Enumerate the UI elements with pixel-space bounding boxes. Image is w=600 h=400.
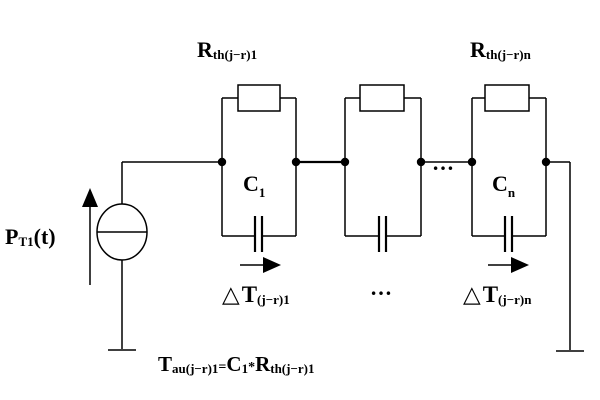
ground-left: [108, 260, 136, 351]
resistor-2: [359, 84, 405, 112]
rc-block-1: [217, 84, 301, 252]
power-arrow-icon: [82, 188, 98, 285]
current-source: [96, 162, 148, 261]
ground-right: [546, 161, 584, 352]
label-delta-t-first: △T(j−r)1: [222, 282, 290, 307]
label-delta-t-last: △T(j−r)n: [463, 282, 532, 307]
temperature-arrow-n-icon: [488, 257, 529, 273]
resistor-1: [237, 84, 281, 112]
label-c1: C1: [243, 171, 265, 200]
ellipsis-top: …: [432, 150, 454, 175]
temperature-arrow-1-icon: [240, 257, 281, 273]
label-time-constant: Tau(j−r)1=C1*Rth(j−r)1: [158, 352, 314, 376]
label-rth-last: Rth(j−r)n: [470, 37, 532, 62]
rc-block-2: [340, 84, 426, 252]
ellipsis-middle: …: [370, 275, 392, 300]
label-rth-first: Rth(j−r)1: [197, 37, 257, 62]
rc-block-n: [467, 84, 551, 252]
resistor-n: [484, 84, 530, 112]
label-cn: Cn: [492, 171, 516, 200]
label-source-power: PT1(t): [5, 224, 56, 249]
